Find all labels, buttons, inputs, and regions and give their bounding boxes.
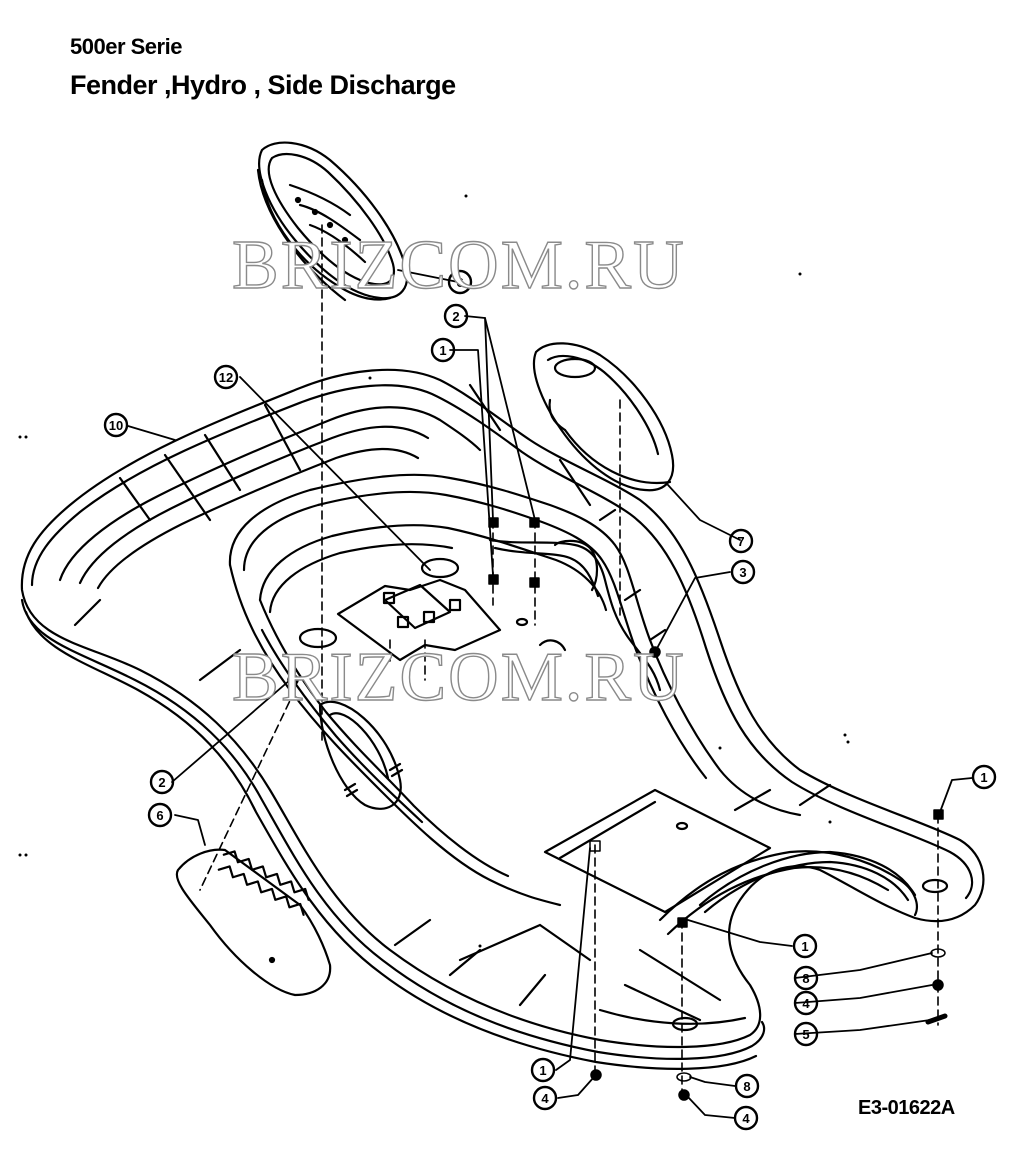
pedal-pad-left — [175, 848, 332, 997]
svg-text:1: 1 — [439, 343, 446, 358]
diagram-title: Fender ,Hydro , Side Discharge — [70, 70, 456, 100]
callout-4-bottom-2: 4 — [733, 1105, 759, 1131]
svg-text:12: 12 — [219, 370, 233, 385]
svg-text:4: 4 — [541, 1091, 549, 1106]
svg-text:2: 2 — [452, 309, 459, 324]
cable-bracket — [488, 508, 667, 692]
svg-text:8: 8 — [743, 1079, 750, 1094]
scan-specks — [18, 194, 850, 948]
callout-6-top: 6 — [447, 269, 473, 295]
series-label: 500er Serie — [70, 34, 182, 59]
fender-body — [20, 368, 985, 1070]
callout-5: 5 — [793, 1021, 819, 1047]
callout-1-right: 1 — [971, 764, 997, 790]
svg-text:7: 7 — [737, 534, 744, 549]
callout-2-left: 2 — [149, 769, 175, 795]
callout-4-bottom: 4 — [532, 1085, 558, 1111]
svg-text:10: 10 — [109, 418, 123, 433]
callout-2-top: 2 — [443, 303, 469, 329]
callout-1-bottom: 1 — [530, 1057, 556, 1083]
svg-text:1: 1 — [539, 1063, 546, 1078]
svg-text:8: 8 — [802, 971, 809, 986]
callout-3: 3 — [730, 559, 756, 585]
watermark-middle: BRIZCOM.RU — [231, 638, 686, 716]
callout-6-left: 6 — [147, 802, 173, 828]
watermark-top: BRIZCOM.RU — [231, 226, 686, 304]
pedal-cover-top — [256, 141, 408, 302]
svg-text:2: 2 — [158, 775, 165, 790]
rear-bracket — [698, 850, 917, 914]
svg-text:1: 1 — [801, 939, 808, 954]
callout-8-bottom: 8 — [734, 1073, 760, 1099]
mounting-plate — [336, 578, 502, 662]
callout-4-right: 4 — [793, 990, 819, 1016]
svg-text:6: 6 — [456, 275, 463, 290]
callout-10: 10 — [103, 412, 129, 438]
svg-text:1: 1 — [980, 770, 987, 785]
svg-text:3: 3 — [739, 565, 746, 580]
drawing-code: E3-01622A — [858, 1097, 955, 1119]
callout-8-right: 8 — [793, 965, 819, 991]
callout-1-mid: 1 — [792, 933, 818, 959]
callout-12: 12 — [213, 364, 239, 390]
svg-text:5: 5 — [802, 1027, 809, 1042]
right-cover — [532, 342, 675, 492]
svg-text:4: 4 — [742, 1111, 750, 1126]
svg-text:6: 6 — [156, 808, 163, 823]
callout-1-top: 1 — [430, 337, 456, 363]
svg-text:4: 4 — [802, 996, 810, 1011]
callout-7: 7 — [728, 528, 754, 554]
